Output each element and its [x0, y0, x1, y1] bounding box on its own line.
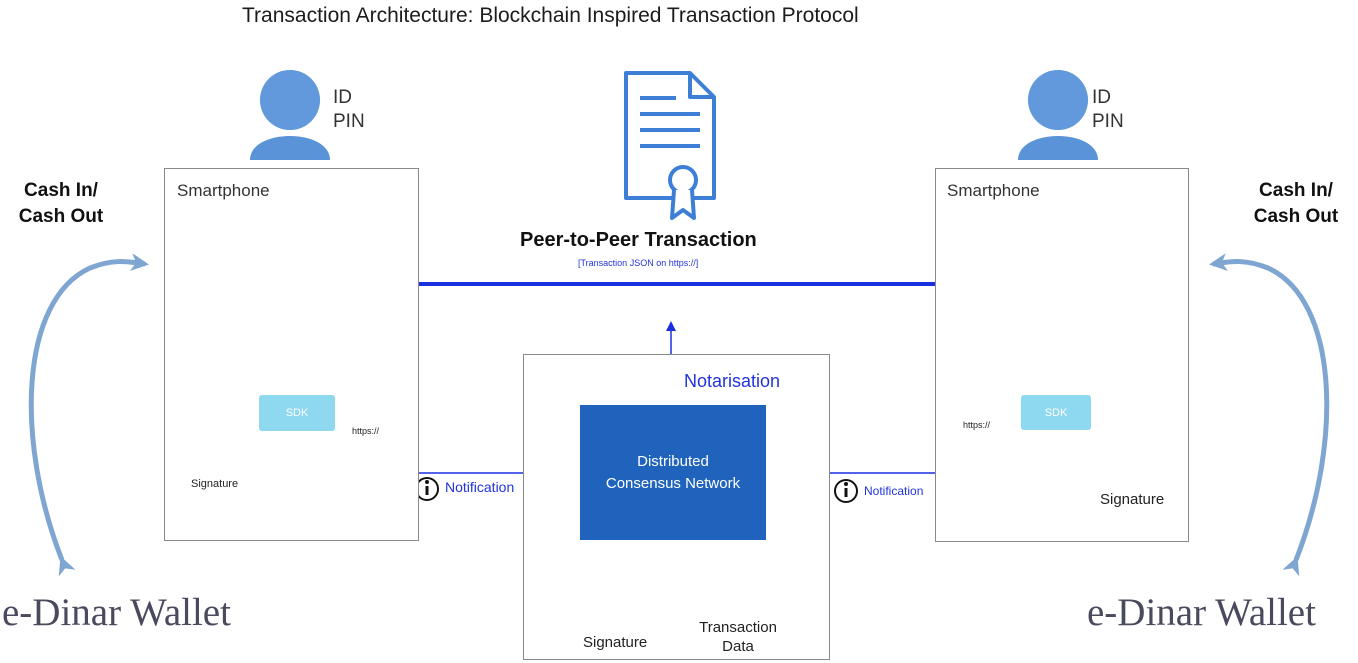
user-icon-right — [1018, 70, 1098, 160]
cash-curve-right — [1209, 253, 1330, 577]
p2p-label: Peer-to-Peer Transaction — [520, 229, 757, 251]
user-credentials-left: ID PIN — [333, 86, 365, 134]
transaction-line2: Data — [722, 638, 754, 655]
signature-label-right: Signature — [1100, 491, 1165, 508]
cash-line1-right: Cash In/ — [1259, 180, 1333, 201]
cash-line1-left: Cash In/ — [24, 180, 98, 201]
smartphone-box-left — [164, 168, 419, 541]
cash-curve-left — [28, 253, 149, 577]
info-icon-left — [415, 477, 439, 501]
cash-line2-left: Cash Out — [18, 206, 104, 227]
network-line1: Distributed — [637, 452, 709, 470]
notification-label-right: Notification — [864, 484, 924, 498]
wallet-label-right: e-Dinar Wallet — [1087, 591, 1316, 634]
signature-label-left: Signature — [191, 478, 239, 490]
pin-label-left: PIN — [333, 111, 365, 132]
smartphone-label-left: Smartphone — [177, 181, 270, 200]
id-label-right: ID — [1092, 87, 1111, 108]
network-line2: Consensus Network — [605, 474, 741, 492]
id-label-left: ID — [333, 87, 352, 108]
certificate-icon — [624, 71, 716, 220]
info-icon-right — [834, 479, 858, 503]
p2p-sublabel: [Transaction JSON on https://] — [578, 258, 699, 268]
transaction-line1: Transaction — [699, 619, 777, 636]
https-label-right: https:// — [963, 420, 991, 430]
cash-line2-right: Cash Out — [1253, 206, 1339, 227]
https-label-left: https:// — [352, 426, 380, 436]
sdk-box-right: SDK — [1021, 395, 1091, 430]
notification-label-left: Notification — [445, 479, 515, 495]
pin-label-right: PIN — [1092, 111, 1124, 132]
smartphone-label-right: Smartphone — [947, 181, 1040, 200]
user-icon-left — [250, 70, 330, 160]
cash-label-left: Cash In/ Cash Out — [0, 178, 122, 230]
notarisation-label: Notarisation — [684, 371, 781, 391]
user-credentials-right: ID PIN — [1092, 86, 1124, 134]
sdk-box-left: SDK — [259, 395, 335, 431]
transaction-data-label: Transaction Data — [690, 618, 786, 656]
smartphone-box-right — [935, 168, 1189, 542]
page-title: Transaction Architecture: Blockchain Ins… — [242, 4, 859, 27]
consensus-network-box: Distributed Consensus Network — [580, 405, 766, 540]
cash-label-right: Cash In/ Cash Out — [1234, 178, 1358, 230]
signature-label-center: Signature — [583, 634, 648, 651]
wallet-label-left: e-Dinar Wallet — [2, 591, 231, 634]
